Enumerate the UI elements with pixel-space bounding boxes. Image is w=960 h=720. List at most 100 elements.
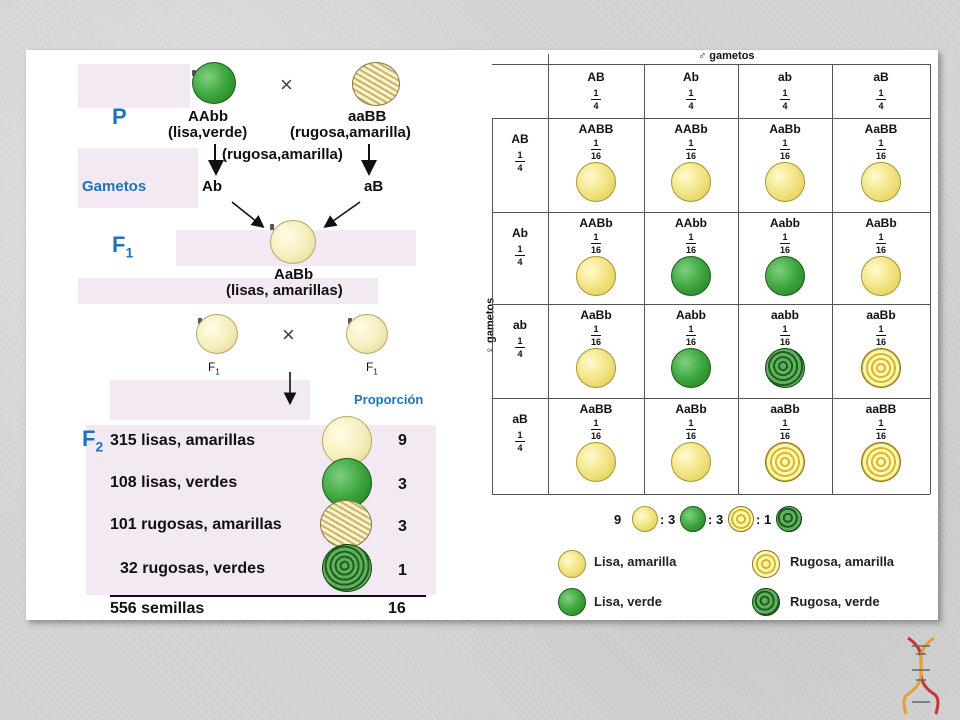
green-smooth-pea-icon (322, 458, 372, 508)
col-gamete-label: Ab (683, 70, 699, 84)
grid-line (644, 64, 645, 494)
legend-lisa-amarilla: Lisa, amarilla (594, 554, 677, 569)
yellow-wrinkled-pea-icon (752, 550, 780, 578)
f1-genotype: AaBb (274, 266, 314, 283)
frac-num: 1 (688, 88, 694, 98)
green-smooth-pea-icon (765, 256, 805, 296)
frac-den: 4 (878, 101, 884, 111)
yellow-smooth-pea-icon (346, 314, 388, 354)
frac-den: 16 (590, 245, 601, 255)
yellow-smooth-pea-icon (861, 162, 901, 202)
cell-genotype: aaBB (865, 402, 897, 416)
frac-den: 16 (779, 431, 790, 441)
ratio-3a: : 3 (660, 512, 676, 527)
legend-lisa-verde: Lisa, verde (594, 594, 662, 609)
row-gamete-label: aB (512, 412, 528, 426)
grid-line (548, 54, 549, 494)
row-gamete-label: AB (511, 132, 529, 146)
cell-genotype: AaBb (865, 216, 897, 230)
slide: × P AAbb (lisa,verde) aaBB (rugosa,amari… (26, 50, 938, 620)
frac-bar (780, 243, 790, 244)
parent-note: (rugosa,amarilla) (222, 146, 343, 163)
frac-num: 1 (517, 150, 523, 160)
cell-genotype: aaBb (770, 402, 800, 416)
frac-bar (686, 335, 696, 336)
grid-line (492, 398, 930, 399)
cell-genotype: aaBb (866, 308, 896, 322)
f2-row-3-text: 101 rugosas, amarillas (110, 516, 282, 533)
yellow-smooth-pea-icon (576, 348, 616, 388)
proporcion-label: Proporción (354, 392, 424, 407)
arrow-shaft (214, 144, 216, 170)
frac-num: 1 (782, 88, 788, 98)
gamete-ab: Ab (202, 178, 222, 195)
cell-genotype: AaBB (579, 402, 613, 416)
frac-num: 1 (878, 138, 884, 148)
frac-num: 1 (782, 324, 788, 334)
grid-line (738, 64, 739, 494)
cell-genotype: AaBb (675, 402, 707, 416)
frac-bar (591, 149, 601, 150)
frac-den: 4 (517, 257, 523, 267)
frac-num: 1 (517, 244, 523, 254)
green-smooth-pea-icon (192, 62, 236, 104)
yellow-smooth-pea-icon (671, 162, 711, 202)
frac-bar (591, 243, 601, 244)
frac-num: 1 (593, 324, 599, 334)
grid-line (492, 118, 493, 494)
grid-line (832, 64, 833, 494)
frac-num: 1 (878, 88, 884, 98)
legend-rugosa-verde: Rugosa, verde (790, 594, 880, 609)
bg-band (86, 425, 436, 595)
cross-symbol: × (280, 72, 293, 97)
frac-den: 4 (782, 101, 788, 111)
frac-num: 1 (688, 138, 694, 148)
f2-row-4-ratio: 1 (398, 562, 407, 579)
arrow-shaft (368, 144, 370, 170)
cross-diagram: × P AAbb (lisa,verde) aaBB (rugosa,amari… (26, 50, 476, 620)
f1-cross-left-label: F1 (208, 360, 220, 377)
f2-row-2-ratio: 3 (398, 476, 407, 493)
legend-rugosa-amarilla: Rugosa, amarilla (790, 554, 895, 569)
f2-row-4-text: 32 rugosas, verdes (120, 560, 265, 577)
gamete-ab-upper: aB (364, 178, 384, 195)
frac-den: 4 (517, 163, 523, 173)
green-wrinkled-pea-icon (322, 544, 372, 592)
gametos-label: Gametos (82, 178, 147, 195)
frac-den: 16 (875, 337, 886, 347)
cell-genotype: AaBB (864, 122, 898, 136)
yellow-smooth-pea-icon (632, 506, 658, 532)
f2-row-1-ratio: 9 (398, 432, 407, 449)
frac-den: 16 (685, 151, 696, 161)
row-gamete-label: Ab (512, 226, 528, 240)
frac-num: 1 (593, 232, 599, 242)
yellow-smooth-pea-icon (196, 314, 238, 354)
frac-bar (515, 255, 525, 256)
f1-label: F1 (112, 232, 134, 261)
green-smooth-pea-icon (680, 506, 706, 532)
frac-bar (591, 99, 601, 100)
ratio-1: : 1 (756, 512, 772, 527)
yellow-smooth-pea-icon (576, 162, 616, 202)
green-smooth-pea-icon (671, 348, 711, 388)
ratio-9: 9 (614, 512, 622, 527)
frac-bar (876, 335, 886, 336)
frac-den: 16 (875, 245, 886, 255)
male-gametes-header: ♂ gametos (698, 50, 755, 62)
frac-bar (591, 429, 601, 430)
